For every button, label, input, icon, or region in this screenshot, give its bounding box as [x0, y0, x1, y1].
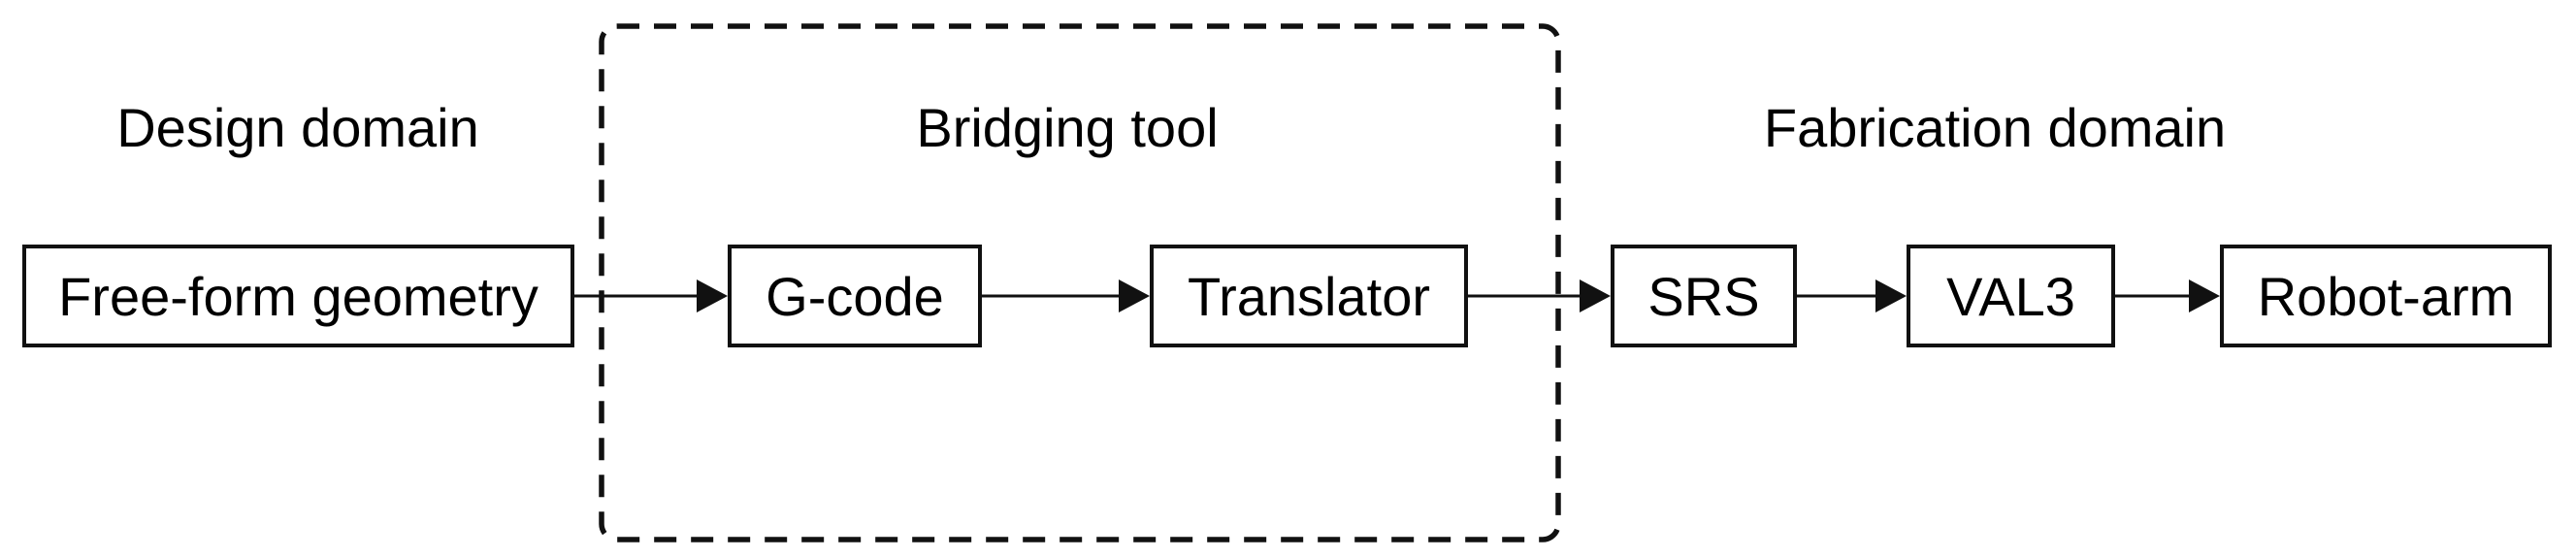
arrowhead-icon — [1119, 279, 1150, 312]
group-label-design-domain: Design domain — [116, 97, 479, 158]
bridging-tool-dashed-container — [599, 23, 1561, 542]
arrow-free-form-geometry-to-g-code — [574, 279, 728, 312]
arrow-g-code-to-translator — [982, 279, 1150, 312]
group-label-bridging-tool: Bridging tool — [916, 97, 1219, 158]
node-translator: Translator — [1150, 245, 1468, 347]
group-label-fabrication-domain: Fabrication domain — [1763, 97, 2227, 158]
arrow-val3-to-robot-arm — [2115, 279, 2220, 312]
arrowhead-icon — [1580, 279, 1611, 312]
node-robot-arm: Robot-arm — [2220, 245, 2552, 347]
arrowhead-icon — [1875, 279, 1907, 312]
arrow-translator-to-srs — [1468, 279, 1611, 312]
node-free-form-geometry: Free-form geometry — [22, 245, 574, 347]
node-g-code: G-code — [728, 245, 982, 347]
arrowhead-icon — [697, 279, 728, 312]
arrow-srs-to-val3 — [1797, 279, 1907, 312]
arrowhead-icon — [2189, 279, 2220, 312]
node-val3: VAL3 — [1907, 245, 2115, 347]
node-srs: SRS — [1611, 245, 1797, 347]
